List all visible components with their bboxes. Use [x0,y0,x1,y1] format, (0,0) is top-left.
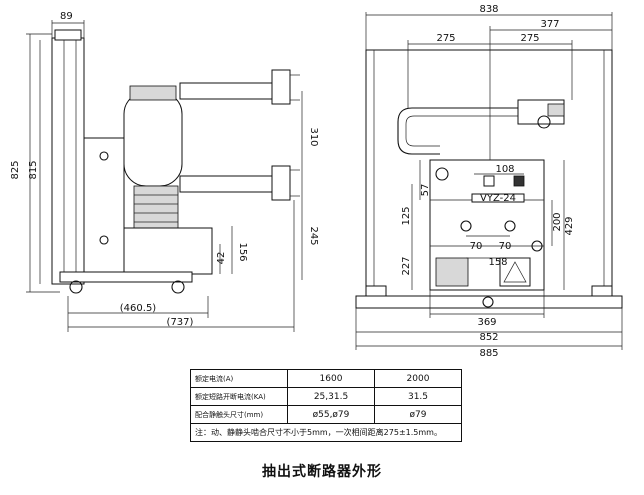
row-label: 配合静触头尺寸(mm) [190,405,288,424]
dim-369: 369 [477,317,496,328]
truck-rail [59,271,193,283]
table-row: 注：动、静静头啮合尺寸不小于5mm，一次相间距离275±1.5mm。 [190,423,462,442]
upper-contact [271,69,291,105]
front-rail [355,295,623,309]
knob-right [504,220,516,232]
lower-arm [179,175,277,193]
cell-2000: 2000 [374,369,462,388]
dim-158: 158 [488,257,507,268]
cell-breaking-current-1: 25,31.5 [287,387,375,406]
dim-89: 89 [60,11,73,22]
knob-left [460,220,472,232]
dim-310: 310 [308,127,319,146]
table-note: 注：动、静静头啮合尺寸不小于5mm，一次相间距离275±1.5mm。 [190,423,462,442]
dim-460-5: (460.5) [120,303,157,314]
bellows [133,185,179,231]
row-label: 额定短路开断电流(KA) [190,387,288,406]
dim-852: 852 [479,332,498,343]
side-rear-plate [83,137,125,274]
figure-caption: 抽出式断路器外形 [262,464,382,480]
table-row: 额定短路开断电流(KA) 25,31.5 31.5 [190,387,462,406]
spec-table: 额定电流(A) 1600 2000 额定短路开断电流(KA) 25,31.5 3… [190,369,462,442]
truck-base [123,227,213,275]
dim-275-left: 275 [436,33,455,44]
dim-838: 838 [479,4,498,15]
row-label: 额定电流(A) [190,369,288,388]
dim-108: 108 [495,164,514,175]
dim-57: 57 [420,184,431,197]
side-frame [51,37,85,285]
dim-377: 377 [540,19,559,30]
dim-737: (737) [167,317,194,328]
dim-156: 156 [237,242,248,261]
racking-hole [482,296,494,308]
table-row: 额定电流(A) 1600 2000 [190,369,462,388]
indicator-lamp [435,167,449,181]
dim-429: 429 [564,216,575,235]
nameplate [471,193,525,203]
dim-42: 42 [216,252,227,265]
cell-contact-size-1: ø55,ø79 [287,405,375,424]
cell-contact-size-2: ø79 [374,405,462,424]
cell-breaking-current-2: 31.5 [374,387,462,406]
lower-contact [271,165,291,201]
dim-885: 885 [479,348,498,359]
dim-70-left: 70 [470,241,483,252]
dim-227: 227 [401,256,412,275]
nameplate-text: VYZ-24 [480,193,516,204]
contact-arm [397,107,520,155]
table-row: 配合静触头尺寸(mm) ø55,ø79 ø79 [190,405,462,424]
cell-1600: 1600 [287,369,375,388]
side-frame-top-cap [54,29,82,41]
dim-815: 815 [28,160,39,179]
side-view: 89 825 815 310 245 156 42 (460.5) (737) [10,11,319,332]
wheel-right [171,280,185,294]
dim-200: 200 [552,212,563,231]
upper-arm [179,82,277,100]
dim-275-right: 275 [520,33,539,44]
wheel-left [69,280,83,294]
counter-block [435,257,469,287]
interrupter-housing [123,91,183,187]
dim-245: 245 [308,226,319,245]
dim-825: 825 [10,160,21,179]
dim-70-right: 70 [499,241,512,252]
dim-125: 125 [401,206,412,225]
warning-triangle-icon [503,261,527,283]
front-view: VYZ-24 838 377 275 [355,4,623,359]
